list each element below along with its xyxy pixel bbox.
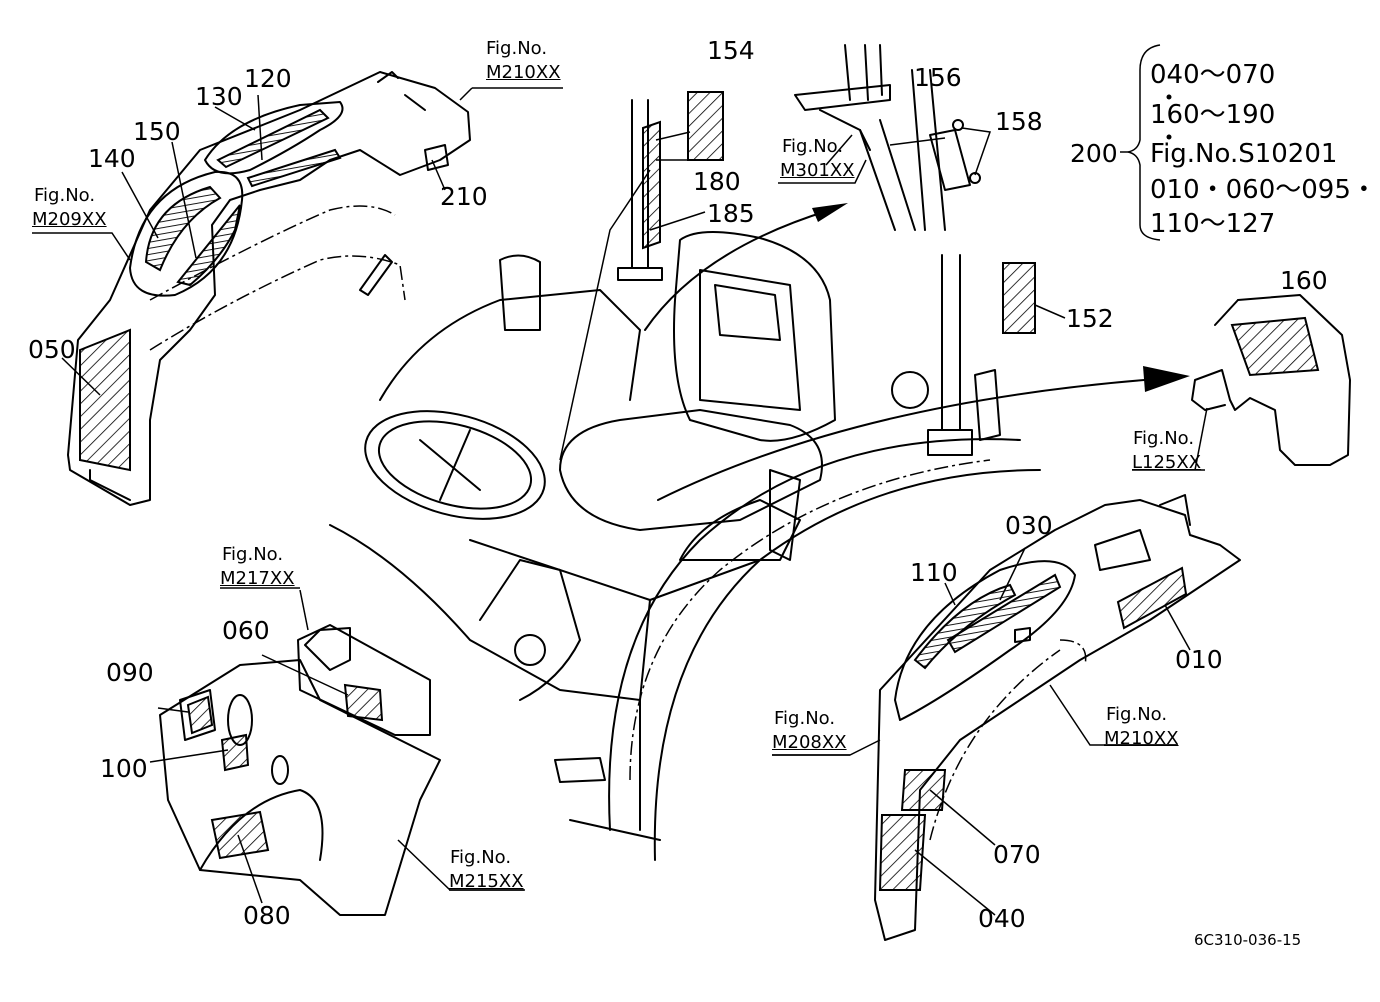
part-label-120: 120 — [244, 64, 292, 93]
fig-ref-m215[interactable]: M215XX — [449, 871, 524, 892]
fig-ref-m210-bottom[interactable]: M210XX — [1104, 728, 1179, 749]
fig-caption-m209: Fig.No. — [34, 185, 96, 206]
part-label-210: 210 — [440, 182, 488, 211]
figure-leaders — [32, 87, 1205, 891]
part-label-152: 152 — [1066, 304, 1114, 333]
rops-hinge-inset — [794, 44, 992, 231]
fig-caption-m215: Fig.No. — [450, 847, 512, 868]
fig-caption-m301: Fig.No. — [782, 136, 844, 157]
part-label-150: 150 — [133, 117, 181, 146]
callout-arrows — [644, 203, 1190, 501]
fig-caption-m210-bottom: Fig.No. — [1106, 704, 1168, 725]
part-label-070: 070 — [993, 840, 1041, 869]
part-label-050: 050 — [28, 335, 76, 364]
rear-cover-part — [1191, 294, 1351, 471]
part-label-080: 080 — [243, 901, 291, 930]
part-label-040: 040 — [978, 904, 1026, 933]
rops-decals — [649, 91, 1066, 334]
part-label-185: 185 — [707, 199, 755, 228]
part-label-154: 154 — [707, 36, 755, 65]
brace-line-2: 160～190 — [1150, 100, 1276, 130]
fig-caption-m208: Fig.No. — [774, 708, 836, 729]
part-label-060: 060 — [222, 616, 270, 645]
brace-line-3: Fig.No.S10201 — [1150, 139, 1338, 169]
drawing-code: 6C310-036-15 — [1194, 931, 1302, 949]
part-label-090: 090 — [106, 658, 154, 687]
fig-caption-m217: Fig.No. — [222, 544, 284, 565]
tractor-body — [329, 99, 1041, 861]
part-label-100: 100 — [100, 754, 148, 783]
group-brace — [1120, 44, 1172, 241]
part-label-030: 030 — [1005, 511, 1053, 540]
part-label-130: 130 — [195, 82, 243, 111]
brace-line-5: 110～127 — [1150, 209, 1276, 239]
part-label-180: 180 — [693, 167, 741, 196]
part-label-158: 158 — [995, 107, 1043, 136]
right-fender — [772, 494, 1241, 941]
part-label-110: 110 — [910, 558, 958, 587]
part-leaders-left — [61, 94, 446, 396]
fig-ref-m209[interactable]: M209XX — [32, 209, 107, 230]
fig-ref-m301[interactable]: M301XX — [780, 160, 855, 181]
part-label-156: 156 — [914, 63, 962, 92]
fig-ref-m217[interactable]: M217XX — [220, 568, 295, 589]
left-fender — [67, 71, 471, 506]
fig-ref-m210-top[interactable]: M210XX — [486, 62, 561, 83]
part-label-140: 140 — [88, 144, 136, 173]
fig-ref-m208[interactable]: M208XX — [772, 732, 847, 753]
brace-line-4: 010・060～095・ — [1150, 175, 1377, 205]
brace-line-1: 040～070 — [1150, 60, 1276, 90]
lower-left-panel — [149, 589, 525, 916]
part-label-010: 010 — [1175, 645, 1223, 674]
part-label-200: 200 — [1070, 139, 1118, 168]
part-label-160: 160 — [1280, 266, 1328, 295]
fig-caption-m210-top: Fig.No. — [486, 38, 548, 59]
fig-ref-l125[interactable]: L125XX — [1132, 452, 1202, 473]
fig-caption-l125: Fig.No. — [1133, 428, 1195, 449]
